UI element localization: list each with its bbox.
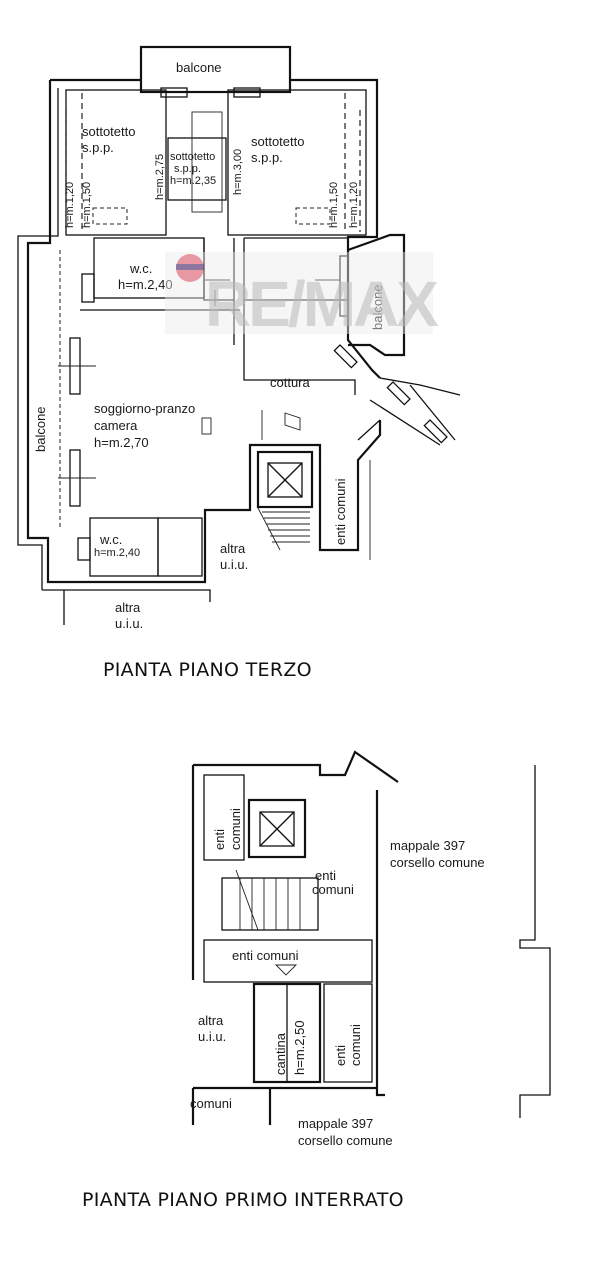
label-altra-uiu-1b: u.i.u. xyxy=(220,557,248,572)
label-mappale-bottom-2: corsello comune xyxy=(298,1133,393,1148)
label-camera: camera xyxy=(94,418,138,433)
attic-left-box xyxy=(92,207,128,225)
door-diagonal-2 xyxy=(386,381,411,406)
elevator-x-4 xyxy=(259,811,295,847)
label-attic-right-1: sottotetto xyxy=(251,134,304,149)
outer-wall-main xyxy=(26,78,382,584)
label-cantina-h: h=m.2,50 xyxy=(292,1020,307,1075)
label-wc-bottom-2: h=m.2,40 xyxy=(94,547,140,559)
label-mappale-top-1: mappale 397 xyxy=(390,838,465,853)
label-attic-left-1: sottotetto xyxy=(82,124,135,139)
label-enti-left-1: enti xyxy=(212,829,227,850)
label-enti-stair-1: enti xyxy=(315,868,336,883)
label-cantina: cantina xyxy=(273,1032,288,1075)
elevator-shaft-basement xyxy=(247,798,307,859)
balloon-icon xyxy=(176,254,204,282)
label-enti-right-2: comuni xyxy=(348,1024,363,1066)
watermark-text: RE/MAX xyxy=(205,268,439,340)
label-soggiorno: soggiorno-pranzo xyxy=(94,401,195,416)
label-wc-top-2: h=m.2,40 xyxy=(118,277,173,292)
elevator-car-basement xyxy=(259,811,295,847)
elevator-x-2 xyxy=(267,462,303,498)
label-h120-right: h=m.1,20 xyxy=(348,182,360,228)
label-cottura: cottura xyxy=(270,375,311,390)
label-altra-basement-1: altra xyxy=(198,1013,224,1028)
label-comuni-bottom: comuni xyxy=(190,1096,232,1111)
label-altra-uiu-2b: u.i.u. xyxy=(115,616,143,631)
enti-right-room xyxy=(323,983,373,1083)
label-attic-mid-3: h=m.2,35 xyxy=(170,175,216,187)
label-balcone-right: balcone xyxy=(370,284,385,330)
inner-wall-outline xyxy=(17,88,211,625)
window-wc-top xyxy=(81,273,95,303)
label-h300: h=m.3,00 xyxy=(232,149,244,195)
balloon-band-icon xyxy=(176,264,204,270)
corridor-arrow xyxy=(274,964,298,976)
label-living-h: h=m.2,70 xyxy=(94,435,149,450)
label-attic-mid-1: sottotetto xyxy=(170,151,215,163)
label-balcone-left: balcone xyxy=(33,406,48,452)
label-mappale-top-2: corsello comune xyxy=(390,855,485,870)
elevator-shaft xyxy=(256,450,314,509)
label-h150-right: h=m.1,50 xyxy=(328,182,340,228)
basement-outer-wall xyxy=(191,750,399,1125)
watermark-panel xyxy=(165,252,433,334)
label-enti-right-1: enti xyxy=(333,1045,348,1066)
label-h150-left: h=m.1,50 xyxy=(81,182,93,228)
label-attic-left-2: s.p.p. xyxy=(82,140,114,155)
elevator-car xyxy=(267,462,303,498)
diagonal-corridor xyxy=(357,377,461,446)
enti-left-room xyxy=(203,774,245,861)
label-wc-bottom-1: w.c. xyxy=(99,532,122,547)
attic-right xyxy=(227,89,367,236)
label-corridor: enti comuni xyxy=(232,948,299,963)
kitchen-vent xyxy=(284,412,301,431)
boundary-far-right xyxy=(519,765,551,1118)
label-altra-uiu-2a: altra xyxy=(115,600,141,615)
living-fixture xyxy=(201,417,212,435)
label-h120-left: h=m.1,20 xyxy=(64,182,76,228)
basement-plan: enti comuni enti comuni enti comuni cant… xyxy=(82,750,551,1211)
window-wc-bottom xyxy=(77,537,91,561)
label-attic-right-2: s.p.p. xyxy=(251,150,283,165)
label-attic-mid-2: s.p.p. xyxy=(174,163,201,175)
label-enti-stair-2: comuni xyxy=(312,882,354,897)
window-balcony-left xyxy=(160,87,188,98)
label-enti-comuni: enti comuni xyxy=(333,478,348,545)
label-balcone-top: balcone xyxy=(176,60,222,75)
title-basement: PIANTA PIANO PRIMO INTERRATO xyxy=(82,1189,404,1211)
balcony-right xyxy=(347,233,406,357)
door-diagonal-3 xyxy=(423,419,448,444)
attic-right-box xyxy=(295,207,331,225)
label-enti-left-2: comuni xyxy=(228,808,243,850)
inner-walls-center xyxy=(203,237,356,395)
attic-middle-inner xyxy=(191,111,223,213)
remax-watermark: RE/MAX xyxy=(165,252,442,340)
title-third-floor: PIANTA PIANO TERZO xyxy=(103,659,312,681)
stairs-third xyxy=(257,507,310,551)
label-altra-basement-2: u.i.u. xyxy=(198,1029,226,1044)
door-diagonal-1 xyxy=(333,344,358,369)
window-balcony-right xyxy=(233,87,261,98)
stairs-basement xyxy=(221,869,319,931)
wc-bottom-side xyxy=(157,517,203,577)
label-mappale-bottom-1: mappale 397 xyxy=(298,1116,373,1131)
label-h275: h=m.2,75 xyxy=(154,154,166,200)
balcony-top xyxy=(139,45,292,94)
label-wc-top-1: w.c. xyxy=(129,261,152,276)
window-balcony-right-v xyxy=(339,255,349,317)
corridor-enti-comuni xyxy=(203,939,373,983)
label-altra-uiu-1a: altra xyxy=(220,541,246,556)
attic-middle xyxy=(167,137,227,201)
third-floor-plan: balcone sottotetto s.p.p. h=m.1,20 h=m.1… xyxy=(17,45,461,681)
